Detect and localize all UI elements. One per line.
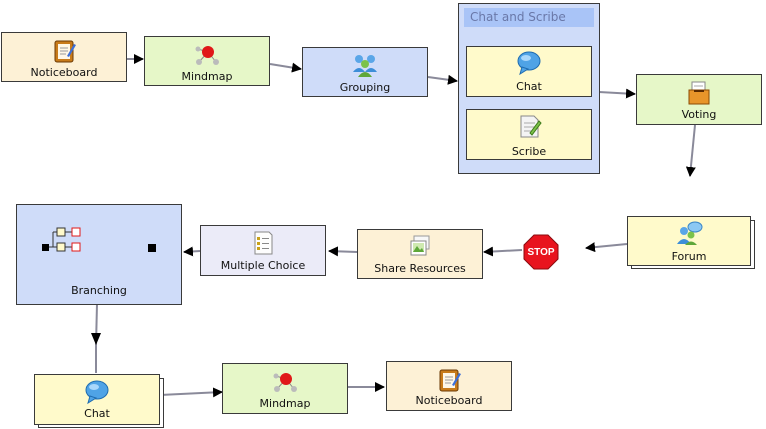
connector-voting-forum (685, 124, 696, 177)
branching-arrowhead (91, 333, 101, 345)
multiple-choice-activity[interactable]: Multiple Choice (200, 225, 326, 276)
mindmap-activity[interactable]: Mindmap (222, 363, 348, 414)
connector-stop-shareresources (483, 246, 523, 257)
voting-label: Voting (681, 108, 717, 121)
noticeboard-activity[interactable]: Noticeboard (386, 361, 512, 411)
connector-forum-stop (585, 242, 628, 253)
chat-activity[interactable]: Chat (34, 374, 160, 425)
connector-grouping-chatscribe (427, 74, 458, 85)
multiple-choice-label: Multiple Choice (220, 259, 306, 272)
mindmap-activity[interactable]: Mindmap (144, 36, 270, 86)
voting-activity[interactable]: Voting (636, 74, 762, 125)
share-resources-activity[interactable]: Share Resources (357, 229, 483, 279)
connector-chat-mindmap (159, 387, 223, 398)
grouping-activity[interactable]: Grouping (302, 47, 428, 97)
notepad-icon (439, 369, 461, 392)
checklist-icon (254, 231, 273, 255)
stop-label: STOP (527, 247, 554, 258)
branching-icon (42, 227, 81, 252)
mindmap-label: Mindmap (259, 397, 311, 410)
images-icon (410, 235, 430, 256)
mindmap-icon (273, 373, 297, 392)
chat-label: Chat (516, 80, 542, 93)
forum-activity[interactable]: Forum (627, 216, 751, 266)
scribe-label: Scribe (511, 145, 547, 158)
connector-multiplechoice-branching (183, 246, 201, 257)
scribe-document-icon (520, 115, 542, 138)
chat-and-scribe-title: Chat and Scribe (464, 8, 594, 27)
chat-label: Chat (84, 407, 110, 420)
connector-shareresources-multiplechoice (328, 246, 358, 257)
branching-label: Branching (71, 284, 127, 297)
scribe-sub-activity[interactable]: Scribe (466, 109, 592, 160)
chat-bubble-icon (517, 51, 541, 76)
noticeboard-label: Noticeboard (30, 66, 98, 79)
share-resources-label: Share Resources (374, 262, 466, 275)
branching-activity[interactable]: Branching (16, 204, 182, 305)
noticeboard-label: Noticeboard (415, 394, 483, 407)
connector-chatscribe-voting (598, 88, 636, 99)
stop-gate[interactable]: STOP (523, 234, 559, 270)
noticeboard-activity[interactable]: Noticeboard (1, 32, 127, 82)
mindmap-label: Mindmap (181, 70, 233, 83)
grouping-label: Grouping (339, 81, 391, 94)
chat-and-scribe-activity[interactable]: Chat and Scribe Chat Scribe (458, 3, 600, 174)
mindmap-icon (195, 46, 219, 65)
chat-sub-activity[interactable]: Chat (466, 46, 592, 97)
branching-end-marker (148, 244, 156, 252)
ballot-box-icon (688, 81, 710, 105)
chat-bubble-icon (85, 380, 109, 405)
notepad-icon (54, 40, 76, 63)
forum-people-icon (677, 221, 703, 245)
group-people-icon (353, 55, 377, 77)
connector-mindmap-grouping (269, 62, 302, 73)
forum-label: Forum (671, 250, 707, 263)
